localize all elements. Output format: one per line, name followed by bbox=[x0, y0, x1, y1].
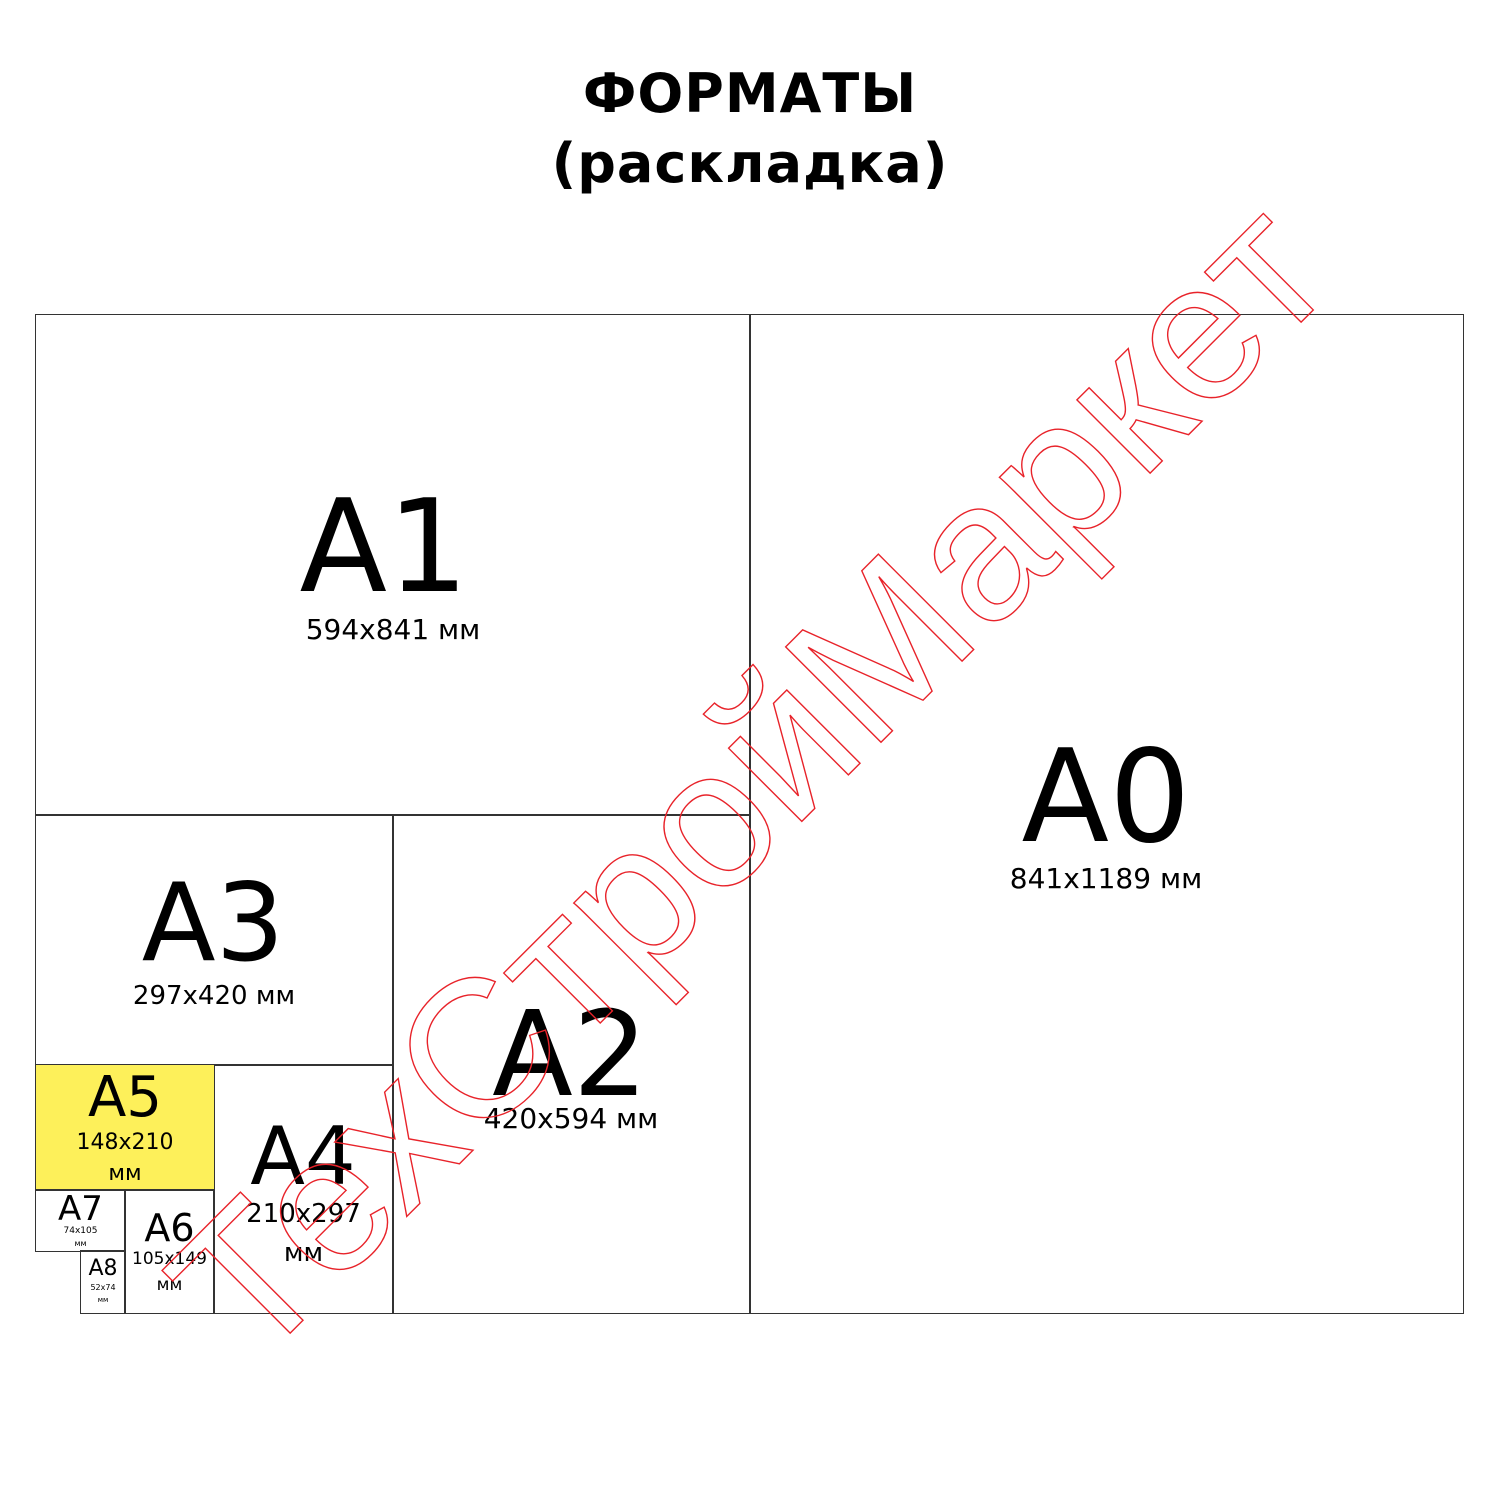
format-a6-size-line2: мм bbox=[156, 1275, 183, 1295]
format-a8-label: A8 bbox=[88, 1256, 118, 1281]
format-a2-size: 420x594 мм bbox=[483, 1102, 659, 1135]
format-a2-label: A2 bbox=[492, 985, 648, 1123]
format-a5-label: A5 bbox=[88, 1065, 162, 1130]
format-a4-label: A4 bbox=[250, 1110, 356, 1203]
format-a0-label: A0 bbox=[1021, 723, 1191, 872]
format-a6-size-line1: 105x149 bbox=[132, 1249, 207, 1269]
format-a1-label: A1 bbox=[299, 473, 469, 622]
format-a5-size-line1: 148x210 bbox=[76, 1130, 174, 1155]
format-a1-size: 594x841 мм bbox=[305, 613, 481, 646]
format-a7-size-line2: мм bbox=[74, 1239, 87, 1248]
format-a0-size: 841x1189 мм bbox=[1009, 862, 1203, 895]
format-a8-size-line2: мм bbox=[97, 1296, 109, 1304]
format-a5-box bbox=[35, 1064, 215, 1191]
format-a8-size-line1: 52x74 bbox=[90, 1283, 116, 1292]
format-a4-size-line2: мм bbox=[283, 1238, 324, 1268]
page-title: ФОРМАТЫ bbox=[582, 62, 918, 125]
format-a4-size-line1: 210x297 bbox=[246, 1199, 361, 1229]
format-a5-size-line2: мм bbox=[108, 1161, 142, 1186]
page-subtitle: (раскладка) bbox=[551, 132, 949, 195]
format-a3-size: 297x420 мм bbox=[132, 981, 296, 1011]
format-a7-size-line1: 74x105 bbox=[63, 1226, 98, 1236]
format-a3-label: A3 bbox=[141, 861, 285, 986]
format-a8-box bbox=[80, 1250, 126, 1314]
format-a7-label: A7 bbox=[58, 1189, 103, 1229]
format-a6-label: A6 bbox=[144, 1206, 195, 1250]
